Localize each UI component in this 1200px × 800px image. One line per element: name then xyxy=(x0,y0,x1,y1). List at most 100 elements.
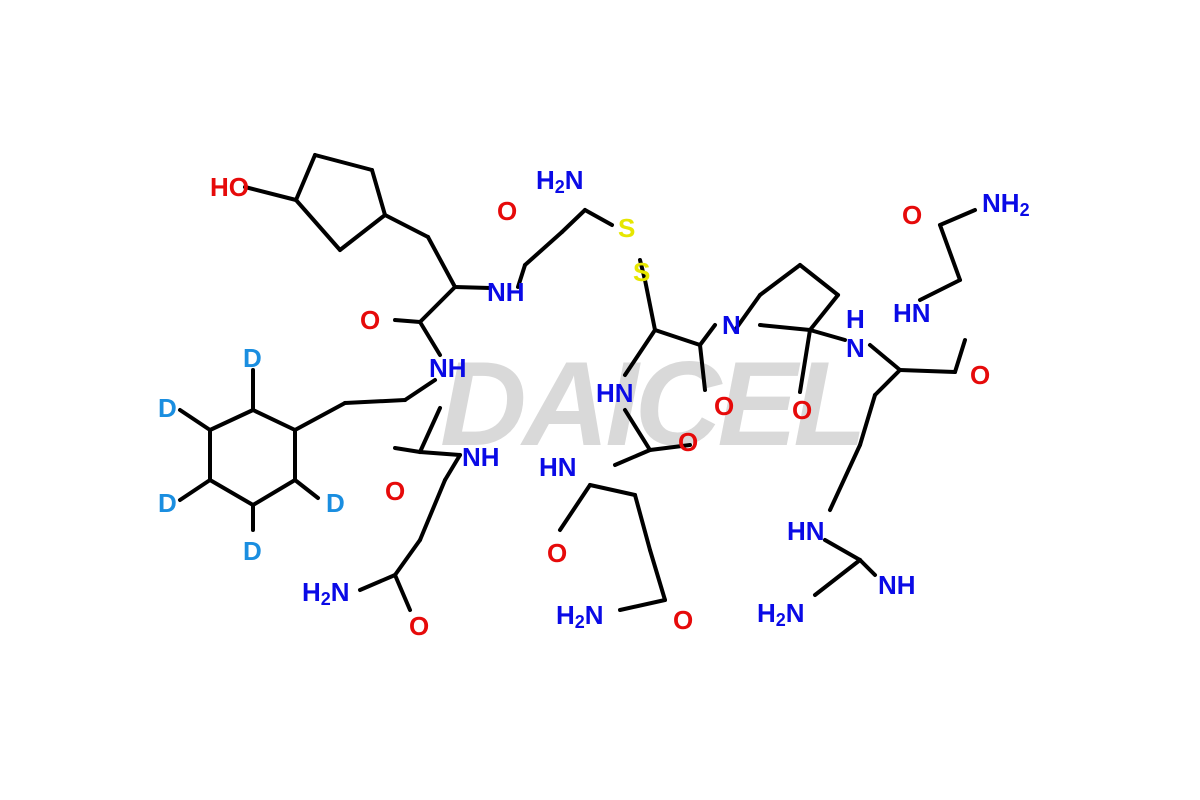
atom-label-d5: D xyxy=(326,488,345,518)
atom-label-s1: S xyxy=(618,213,636,243)
bond xyxy=(798,263,840,297)
atom-label-nh_guan: NH xyxy=(878,570,916,600)
atom-label-hn_gly: HN xyxy=(893,298,931,328)
bond xyxy=(858,558,877,577)
atom-label-h2n_top: H2N xyxy=(536,165,584,197)
atom-label-o_asn: O xyxy=(673,605,694,635)
atom-label-nh_tyr: NH xyxy=(487,277,525,307)
bond xyxy=(613,448,652,467)
bond xyxy=(868,343,902,372)
bond xyxy=(418,320,442,357)
bond xyxy=(178,408,212,432)
bond xyxy=(313,153,374,172)
atom-label-hn_asn: HN xyxy=(539,452,577,482)
bond xyxy=(393,446,422,454)
bond xyxy=(648,548,667,602)
atom-label-o_tyr: O xyxy=(360,305,381,335)
atom-label-hn_cys: HN xyxy=(596,378,634,408)
atom-label-nh_arg_h: H xyxy=(846,304,865,334)
atom-label-h2n_asn: H2N xyxy=(556,600,604,632)
bond xyxy=(813,558,862,597)
bond xyxy=(873,368,902,397)
bond xyxy=(208,478,255,507)
bond xyxy=(358,573,397,592)
bond xyxy=(828,443,862,512)
bond xyxy=(453,285,492,290)
bond xyxy=(393,573,412,612)
atom-label-o_gly_top: O xyxy=(902,200,923,230)
bond xyxy=(294,153,317,202)
bond xyxy=(808,293,840,332)
bond xyxy=(653,328,702,347)
atom-label-ho: HO xyxy=(210,172,249,202)
bond xyxy=(938,208,977,227)
bond xyxy=(733,293,762,332)
atom-label-d2: D xyxy=(158,393,177,423)
atom-label-o_gln_bb: O xyxy=(547,538,568,568)
bond xyxy=(953,338,967,374)
bond xyxy=(338,213,387,252)
bond xyxy=(583,208,614,227)
atom-label-o_top: O xyxy=(497,196,518,226)
atom-label-nh_gln: NH xyxy=(462,442,500,472)
bond xyxy=(426,235,457,289)
bond xyxy=(523,230,564,267)
bond xyxy=(178,478,212,502)
bond xyxy=(418,406,442,454)
atom-label-o_pro: O xyxy=(792,395,813,425)
bond xyxy=(443,453,462,482)
atom-label-o_cys: O xyxy=(714,391,735,421)
bond xyxy=(618,598,667,612)
bond xyxy=(898,368,957,374)
bond xyxy=(823,538,862,562)
bond xyxy=(294,198,342,252)
bond xyxy=(418,478,447,542)
bond xyxy=(938,223,962,282)
bond xyxy=(516,263,527,289)
atom-label-d3: D xyxy=(158,488,177,518)
atom-label-hn_guan: HN xyxy=(787,516,825,546)
bond xyxy=(403,378,437,402)
bond xyxy=(558,483,592,532)
bond xyxy=(643,278,657,332)
atom-label-s2: S xyxy=(633,257,651,287)
bond xyxy=(623,408,652,452)
bond xyxy=(293,478,320,500)
atom-label-o_arg: O xyxy=(970,360,991,390)
bond xyxy=(208,408,255,432)
bond xyxy=(383,213,430,239)
bond xyxy=(293,401,347,432)
bond xyxy=(698,323,717,347)
bond xyxy=(623,328,657,377)
bond xyxy=(808,328,847,342)
atom-label-d4: D xyxy=(243,536,262,566)
bond xyxy=(393,538,422,577)
atom-label-nh_arg_n: N xyxy=(846,333,865,363)
atom-label-n_pro: N xyxy=(722,310,741,340)
bond xyxy=(638,258,647,282)
bond xyxy=(918,278,962,302)
bond xyxy=(418,450,462,457)
atom-label-o_phe: O xyxy=(385,476,406,506)
bond xyxy=(243,185,298,202)
bond xyxy=(798,328,812,394)
bond xyxy=(393,318,422,324)
atom-label-nh_phe: NH xyxy=(429,353,467,383)
bond xyxy=(560,208,587,234)
atom-label-h2n_guan: H2N xyxy=(757,598,805,630)
bond xyxy=(698,343,707,392)
bond xyxy=(343,398,407,405)
bond xyxy=(370,168,387,217)
atom-label-d1: D xyxy=(243,343,262,373)
bond xyxy=(633,493,652,552)
atom-label-o_gln: O xyxy=(409,611,430,641)
atom-label-o_asn_bb: O xyxy=(678,427,699,457)
atom-label-nh2_gly: NH2 xyxy=(982,188,1030,220)
bond xyxy=(418,285,457,324)
bond xyxy=(251,408,297,432)
bond xyxy=(251,478,297,507)
bond xyxy=(648,443,692,452)
bond xyxy=(588,483,637,497)
bond xyxy=(858,393,877,447)
